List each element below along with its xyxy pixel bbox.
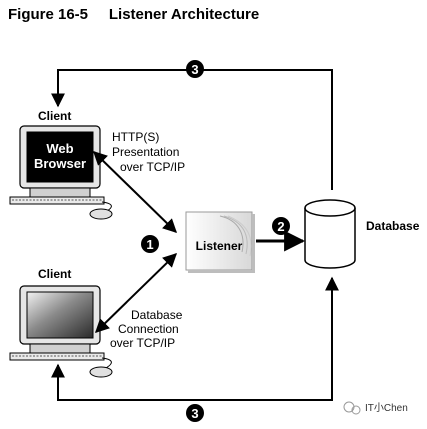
watermark: IT小Chen: [343, 401, 408, 415]
database-cylinder: [304, 199, 356, 269]
web-browser-label-line1: Web: [46, 141, 73, 156]
http-connection-arrow: [92, 151, 178, 233]
db-connection-label-line3: over TCP/IP: [110, 336, 175, 350]
db-connection-label-line1: Database: [131, 308, 183, 322]
database-label: Database: [366, 219, 420, 233]
figure-title: Figure 16-5 Listener Architecture: [8, 6, 260, 23]
listener-box: [185, 211, 255, 273]
step-badge-3-bottom: 3: [186, 404, 204, 422]
web-browser-label-line2: Browser: [34, 156, 86, 171]
step-badge-2: 2: [272, 217, 290, 235]
watermark-text: IT小Chen: [365, 402, 408, 414]
client-label-top: Client: [38, 109, 71, 123]
step-number-2: 2: [277, 219, 284, 234]
step-number-3-bottom: 3: [191, 406, 198, 421]
step-number-1: 1: [146, 237, 153, 252]
return-path-bottom: [51, 276, 339, 401]
step-number-3-top: 3: [191, 62, 198, 77]
db-connection-label-line2: Connection: [118, 322, 179, 336]
step-badge-1: 1: [141, 235, 159, 253]
listener-label: Listener: [196, 239, 243, 253]
http-label-line2: Presentation: [112, 145, 179, 159]
client-label-bottom: Client: [38, 267, 71, 281]
http-label-line3: over TCP/IP: [120, 160, 185, 174]
step-badge-3-top: 3: [186, 60, 204, 78]
client-computer-top: [9, 125, 113, 220]
client-computer-bottom: [9, 285, 113, 378]
http-label-line1: HTTP(S): [112, 130, 159, 144]
database-connection-arrow: [94, 253, 178, 333]
